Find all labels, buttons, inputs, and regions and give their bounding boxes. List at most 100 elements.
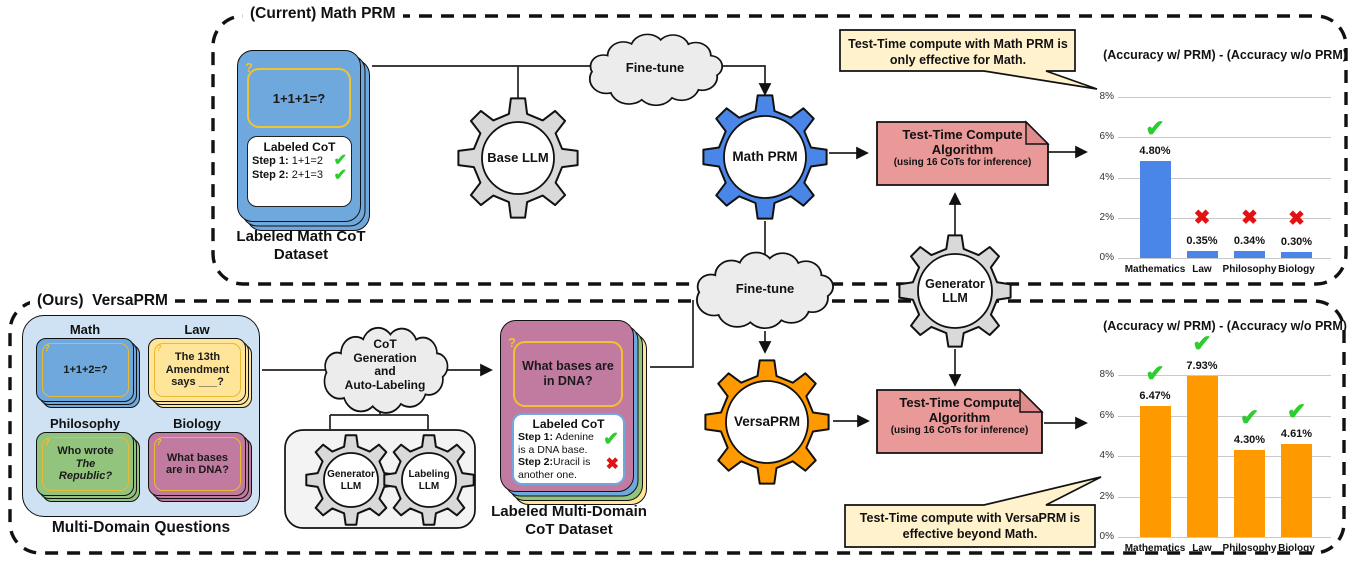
domain-label-math: Math [69, 322, 101, 337]
gridline [1118, 537, 1331, 538]
domain-label-philosophy: Philosophy [49, 416, 121, 431]
bar-value-label: 0.34% [1233, 235, 1266, 248]
check-icon: ✔ [1145, 115, 1165, 142]
gridline [1118, 456, 1331, 457]
card-front: ? What bases are in DNA? [148, 432, 246, 496]
step-prefix: Step 1: [252, 155, 289, 167]
chart-title: (Accuracy w/ PRM) - (Accuracy w/o PRM) [1103, 319, 1347, 333]
bar [1139, 405, 1171, 537]
bar-value-label: 0.35% [1186, 234, 1218, 247]
question-text: Who wrote The Republic? [57, 445, 114, 483]
multi-domain-panel: Math Law Philosophy Biology ? 1+1+2=? ? … [22, 315, 260, 517]
section-label-ours: (Ours) VersaPRM [30, 291, 175, 311]
cross-icon: ✖ [1193, 206, 1211, 229]
philosophy-question-card: ? Who wrote The Republic? [36, 432, 140, 502]
question-text: What bases are in DNA? [166, 451, 229, 477]
bar-value-label: 6.47% [1139, 389, 1171, 402]
ttc-box-bottom [876, 388, 1044, 454]
bar-chart-math-prm: (Accuracy w/ PRM) - (Accuracy w/o PRM) 0%… [1098, 44, 1352, 284]
cross-icon: ✖ [605, 456, 619, 473]
gridline [1118, 496, 1331, 498]
bar [1234, 449, 1265, 537]
folded-corner [1025, 120, 1050, 145]
section-label-current: (Current) Math PRM [243, 4, 403, 24]
ours-versaprm-box [8, 299, 1346, 555]
y-tick-label: 0% [1099, 252, 1114, 263]
chart-title: (Accuracy w/ PRM) - (Accuracy w/o PRM) [1103, 48, 1347, 62]
gear-hub [725, 380, 809, 464]
check-icon: ✔ [1192, 330, 1212, 357]
line-dataset2-to-finetune2 [650, 300, 694, 368]
question-text: 1+1+2=? [63, 363, 108, 376]
category-label: Law [1192, 543, 1212, 554]
ttc-top-text: Test-Time Compute Algorithm (using 16 Co… [893, 127, 1032, 168]
gear-hub [323, 452, 379, 508]
step-text: 2+1=3 [291, 169, 323, 181]
labeled-cot-card: Labeled CoT Step 1: Adenine is a DNA bas… [512, 413, 625, 485]
versaprm-label: VersaPRM [733, 414, 801, 429]
y-tick-label: 6% [1099, 409, 1114, 421]
y-tick-label: 4% [1099, 171, 1114, 183]
base-llm-gear [457, 97, 579, 219]
check-icon: ✔ [333, 152, 347, 169]
math-question-card: ? 1+1+2=? [36, 338, 140, 408]
question-text: The 13th Amendment says ___? [165, 351, 230, 389]
bar-chart-versaprm: (Accuracy w/ PRM) - (Accuracy w/o PRM) 0%… [1098, 315, 1352, 561]
callout-top [839, 29, 1098, 90]
category-label: Biology [1278, 264, 1315, 275]
y-tick-label: 0% [1099, 531, 1114, 542]
check-icon: ✔ [1239, 403, 1260, 430]
cot-title: Labeled CoT [532, 417, 605, 431]
finetune-label-top: Fine-tune [625, 60, 685, 75]
question-box: What bases are in DNA? [513, 341, 623, 407]
card-front: ? 1+1+1=? Labeled CoT Step 1: 1+1=2 ✔ St… [237, 50, 361, 222]
step-prefix: Step 2: [252, 169, 289, 181]
cot-step: Step 2: 2+1=3 ✔ [252, 167, 347, 184]
gridline [1118, 217, 1331, 219]
gridline [1118, 97, 1331, 98]
cot-step: Step 1: 1+1=2 ✔ [252, 152, 347, 169]
current-math-prm-box [211, 14, 1348, 286]
bar [1281, 251, 1312, 258]
question-mark: ? [245, 60, 253, 75]
domain-label-law: Law [184, 322, 210, 337]
check-icon: ✔ [333, 167, 347, 184]
math-prm-gear [702, 94, 828, 220]
bar-value-label: 7.93% [1186, 360, 1218, 373]
category-label: Mathematics [1124, 543, 1186, 554]
y-tick-label: 2% [1099, 490, 1114, 502]
multi-domain-dataset-caption: Labeled Multi-Domain CoT Dataset [491, 503, 647, 538]
finetune-label-bottom: Fine-tune [735, 281, 795, 296]
callout-bottom [844, 476, 1102, 548]
gridline [1118, 415, 1331, 417]
check-icon: ✔ [1286, 397, 1307, 424]
bar-value-label: 0.30% [1280, 235, 1313, 248]
question-mark: ? [508, 335, 516, 350]
gridline [1118, 137, 1331, 139]
category-label: Philosophy [1222, 543, 1277, 554]
folded-corner [1019, 388, 1044, 413]
generator-llm-small-gear [305, 434, 397, 526]
ttc-bottom-text: Test-Time Compute Algorithm (using 16 Co… [890, 395, 1029, 436]
labeling-llm-small-gear [383, 434, 475, 526]
bar [1234, 251, 1265, 258]
bar-value-label: 4.80% [1139, 145, 1171, 158]
y-tick-label: 6% [1099, 131, 1114, 143]
category-label: Law [1192, 264, 1212, 275]
gridline [1118, 177, 1331, 179]
step-prefix: Step 1: [518, 431, 554, 443]
cot-step: Step 1: Adenine is a DNA base. ✔ [518, 430, 619, 456]
category-label: Philosophy [1222, 264, 1277, 275]
category-label: Biology [1278, 543, 1315, 554]
y-tick-label: 8% [1099, 369, 1114, 380]
line-dataset-to-mathprm [372, 65, 772, 96]
versaprm-gear [704, 359, 830, 485]
y-tick-label: 8% [1099, 91, 1114, 102]
math-dataset-caption: Labeled Math CoT Dataset [236, 228, 366, 263]
law-question-card: ? The 13th Amendment says ___? [148, 338, 252, 408]
step-text: Uracil is another one. [518, 456, 591, 481]
